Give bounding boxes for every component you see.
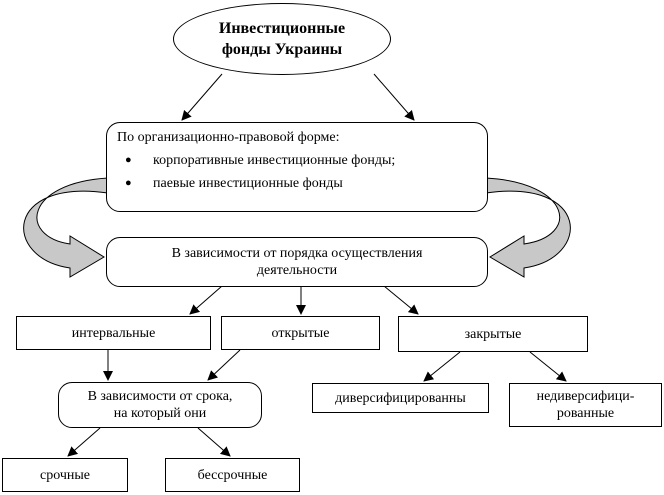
non-diversified-line-2: рованные [556, 406, 615, 421]
arrow-to-interval [189, 285, 223, 315]
fixed-term-box: срочные [2, 458, 128, 492]
activity-line-2: деятельности [256, 263, 338, 278]
arrow-to-non-diversified [529, 351, 567, 382]
diversified-label: диверсифицированны [335, 390, 466, 406]
arrow-to-perpetual [197, 427, 231, 457]
list-item: паевые инвестиционные фонды [125, 175, 477, 192]
arrow-to-closed [383, 285, 419, 315]
legal-form-box: По организационно-правовой форме: корпор… [106, 122, 488, 212]
term-box: В зависимости от срока, на который они [58, 382, 262, 428]
interval-label: интервальные [71, 325, 156, 341]
title-line-2: фонды Украины [221, 41, 343, 58]
title-line-1: Инвестиционные [218, 20, 346, 37]
title-ellipse: Инвестиционные фонды Украины [173, 3, 391, 75]
fixed-term-label: срочные [39, 467, 90, 483]
perpetual-box: бессрочные [165, 458, 300, 492]
activity-line-1: В зависимости от порядка осуществления [171, 246, 423, 261]
arrow-to-fixed [67, 427, 101, 457]
term-line-2: на который они [113, 406, 207, 421]
right-curved-arrow [485, 177, 571, 278]
arrow-title-left [181, 73, 223, 121]
arrow-title-right [373, 73, 415, 121]
interval-box: интервальные [16, 316, 211, 350]
activity-box: В зависимости от порядка осуществления д… [106, 237, 488, 287]
closed-box: закрытые [398, 316, 588, 352]
open-box: открытые [221, 316, 380, 350]
left-curved-arrow [23, 177, 109, 278]
legal-form-list: корпоративные инвестиционные фонды; паев… [117, 152, 477, 192]
perpetual-label: бессрочные [197, 467, 268, 483]
diversified-box: диверсифицированны [312, 383, 489, 413]
non-diversified-line-1: недиверсифици- [536, 389, 635, 404]
closed-label: закрытые [464, 326, 522, 342]
legal-form-heading: По организационно-правовой форме: [117, 130, 340, 145]
list-item: корпоративные инвестиционные фонды; [125, 152, 477, 169]
open-label: открытые [271, 325, 330, 341]
term-line-1: В зависимости от срока, [87, 389, 233, 404]
arrow-open-to-term [207, 349, 241, 381]
arrow-to-diversified [423, 351, 461, 382]
non-diversified-box: недиверсифици- рованные [509, 383, 662, 427]
